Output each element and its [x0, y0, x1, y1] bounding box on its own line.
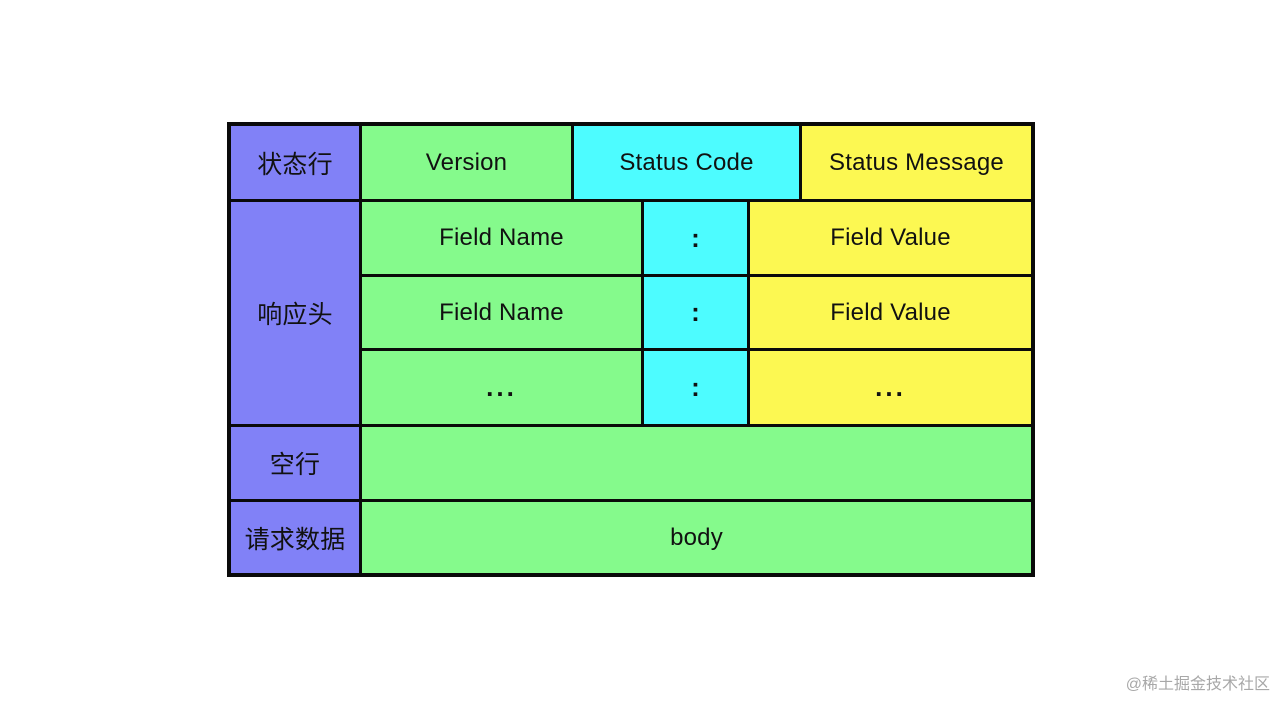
cell-body: body [362, 502, 1031, 573]
cell-field-name-ellipsis: ... [362, 351, 641, 424]
row-label-status-line: 状态行 [231, 126, 359, 199]
cell-field-value-1: Field Value [750, 202, 1031, 274]
cell-colon-separator-2: : [644, 277, 747, 348]
cell-field-value-ellipsis: ... [750, 351, 1031, 424]
cell-field-name-2: Field Name [362, 277, 641, 348]
row-label-blank-line: 空行 [231, 427, 359, 499]
cell-status-code: Status Code [574, 126, 799, 199]
watermark-juejin-community: @稀土掘金技术社区 [1125, 676, 1270, 693]
cell-field-name-1: Field Name [362, 202, 641, 274]
row-label-response-headers: 响应头 [231, 202, 359, 424]
cell-status-message: Status Message [802, 126, 1031, 199]
http-response-structure-diagram: 状态行 Version Status Code Status Message 响… [227, 122, 1035, 577]
row-label-request-data: 请求数据 [231, 502, 359, 573]
cell-colon-separator-1: : [644, 202, 747, 274]
cell-colon-separator-3: : [644, 351, 747, 424]
cell-field-value-2: Field Value [750, 277, 1031, 348]
cell-version: Version [362, 126, 571, 199]
cell-blank-line [362, 427, 1031, 499]
